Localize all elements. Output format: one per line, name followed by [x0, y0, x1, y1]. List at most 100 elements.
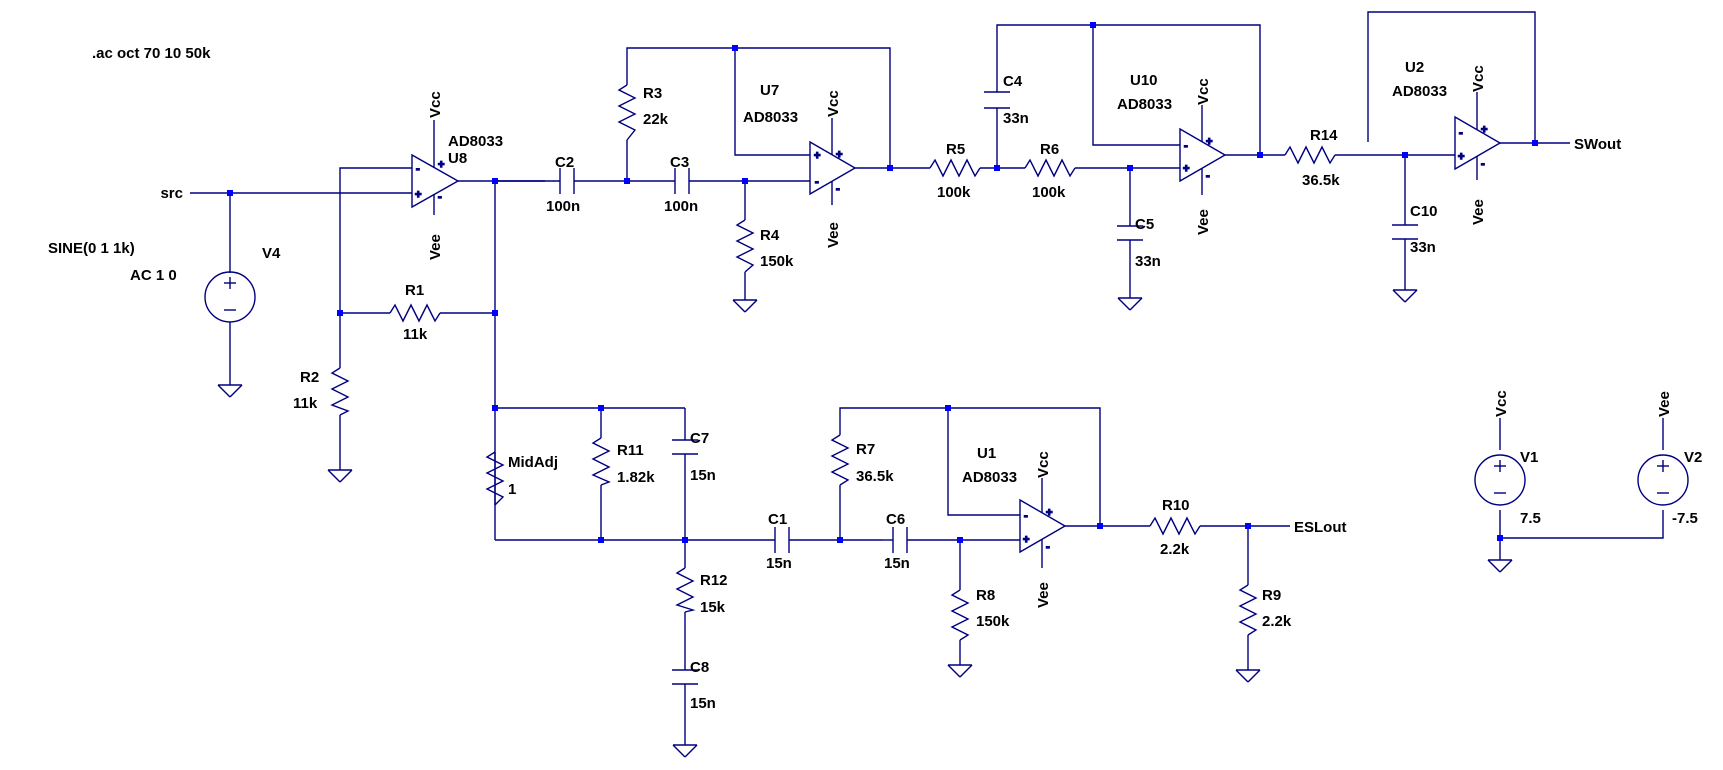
ground-symbol-r4 — [732, 299, 758, 313]
svg-text:+: + — [836, 149, 842, 161]
v1-name-label: V1 — [1520, 449, 1538, 466]
ground-symbol-r8 — [947, 664, 973, 678]
r8-value-label: 150k — [976, 613, 1010, 630]
ground-symbol-v1 — [1487, 559, 1513, 573]
r8-name-label: R8 — [976, 587, 995, 604]
u7-opamp-symbol: +- +- — [809, 118, 857, 205]
r3-symbol — [617, 84, 637, 141]
c4-symbol — [984, 91, 1010, 109]
c7-value-label: 15n — [690, 467, 716, 484]
ground-symbol-c10 — [1392, 289, 1418, 303]
c5-value-label: 33n — [1135, 253, 1161, 270]
u8-model-label: AD8033 — [448, 133, 503, 150]
r14-name-label: R14 — [1310, 127, 1338, 144]
svg-text:-: - — [1046, 541, 1050, 553]
net-label-swout: SWout — [1574, 136, 1621, 153]
u10-name-label: U10 — [1130, 72, 1158, 89]
c6-name-label: C6 — [886, 511, 905, 528]
r12-value-label: 15k — [700, 599, 726, 616]
midadj-name-label: MidAdj — [508, 454, 558, 471]
u10-vee-label: Vee — [1195, 209, 1212, 235]
svg-text:+: + — [438, 159, 444, 171]
r2-value-label: 11k — [293, 395, 318, 412]
r11-name-label: R11 — [617, 442, 644, 459]
r1-value-label: 11k — [403, 326, 428, 343]
c1-symbol — [774, 527, 790, 553]
u1-vcc-label: Vcc — [1035, 451, 1052, 478]
svg-text:+: + — [1023, 534, 1029, 546]
c10-name-label: C10 — [1410, 203, 1438, 220]
r7-symbol — [830, 434, 850, 486]
c7-symbol — [672, 439, 698, 455]
c6-value-label: 15n — [884, 555, 910, 572]
junction-dots — [227, 22, 1538, 543]
r8-symbol — [950, 589, 970, 641]
ground-symbol-r2 — [327, 469, 353, 483]
svg-text:-: - — [815, 176, 819, 188]
midadj-symbol — [485, 451, 505, 506]
u8-vcc-label: Vcc — [427, 91, 444, 118]
u8-vee-label: Vee — [427, 234, 444, 260]
r5-name-label: R5 — [946, 141, 965, 158]
c5-symbol — [1117, 225, 1143, 241]
r3-value-label: 22k — [643, 111, 669, 128]
u2-name-label: U2 — [1405, 59, 1424, 76]
opamp-symbols: -+ +- +- +- -+ +- -+ +- -+ +- — [411, 92, 1502, 568]
r12-symbol — [675, 567, 696, 613]
svg-text:-: - — [1206, 170, 1210, 182]
svg-text:-: - — [1184, 140, 1188, 152]
r9-name-label: R9 — [1262, 587, 1281, 604]
c8-name-label: C8 — [690, 659, 709, 676]
svg-text:+: + — [415, 189, 421, 201]
ac-directive: .ac oct 70 10 50k — [92, 45, 211, 62]
c10-symbol — [1392, 224, 1418, 240]
svg-text:-: - — [1481, 158, 1485, 170]
v2-source-symbol — [1637, 454, 1689, 506]
midadj-value-label: 1 — [508, 481, 516, 498]
r6-value-label: 100k — [1032, 184, 1066, 201]
u7-vee-label: Vee — [825, 222, 842, 248]
v1-value-label: 7.5 — [1520, 510, 1541, 527]
u10-vcc-label: Vcc — [1195, 78, 1212, 105]
u10-opamp-symbol: -+ +- — [1179, 105, 1227, 195]
c3-name-label: C3 — [670, 154, 689, 171]
u8-name-label: U8 — [448, 150, 467, 167]
capacitor-symbols — [559, 91, 1418, 685]
ground-symbol-c5 — [1117, 297, 1143, 311]
c7-name-label: C7 — [690, 430, 709, 447]
net-label-src: src — [160, 185, 183, 202]
r5-symbol — [929, 158, 981, 178]
r7-value-label: 36.5k — [856, 468, 894, 485]
c3-value-label: 100n — [664, 198, 698, 215]
u1-name-label: U1 — [977, 445, 996, 462]
svg-text:+: + — [1458, 151, 1464, 163]
u1-model-label: AD8033 — [962, 469, 1017, 486]
u2-vee-label: Vee — [1470, 199, 1487, 225]
r1-name-label: R1 — [405, 282, 424, 299]
svg-text:-: - — [1459, 127, 1463, 139]
c2-name-label: C2 — [555, 154, 574, 171]
svg-text:-: - — [1024, 510, 1028, 522]
r11-value-label: 1.82k — [617, 469, 655, 486]
r10-name-label: R10 — [1162, 497, 1190, 514]
u8-opamp-symbol: -+ +- — [411, 120, 460, 215]
v2-net-label: Vee — [1656, 391, 1673, 417]
r12-name-label: R12 — [700, 572, 728, 589]
c6-symbol — [892, 527, 908, 553]
v2-value-label: -7.5 — [1672, 510, 1698, 527]
r2-symbol — [330, 367, 350, 416]
r3-name-label: R3 — [643, 85, 662, 102]
svg-text:-: - — [836, 183, 840, 195]
svg-text:+: + — [1183, 163, 1189, 175]
c1-name-label: C1 — [768, 511, 787, 528]
voltage-source-symbols — [204, 271, 1689, 506]
c5-name-label: C5 — [1135, 216, 1154, 233]
ground-symbol-v4 — [217, 384, 243, 398]
c10-value-label: 33n — [1410, 239, 1436, 256]
svg-text:+: + — [1046, 507, 1052, 519]
u10-model-label: AD8033 — [1117, 96, 1172, 113]
c2-value-label: 100n — [546, 198, 580, 215]
ground-symbol-r9 — [1235, 669, 1261, 683]
r9-value-label: 2.2k — [1262, 613, 1292, 630]
